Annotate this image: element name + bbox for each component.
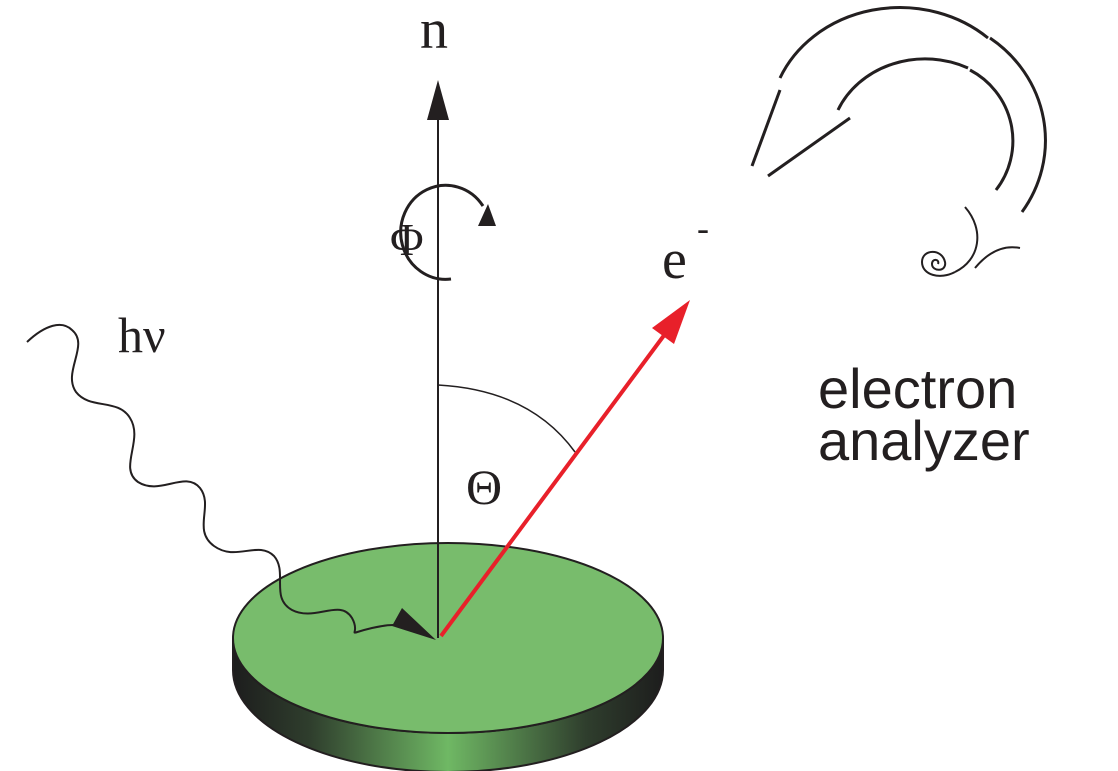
- sample-top: [232, 542, 664, 734]
- hemispherical-analyzer-icon: [750, 6, 1047, 213]
- photoelectron-arrow: [439, 300, 690, 638]
- sample-disk: [232, 542, 664, 771]
- normal-arrowhead: [427, 80, 449, 120]
- analyzer-label-line1: electron: [818, 357, 1017, 420]
- electron-label: e: [662, 229, 687, 291]
- analyzer-label-line2: analyzer: [818, 409, 1030, 472]
- polar-angle-label: Θ: [466, 459, 502, 515]
- photon-arrowhead: [392, 608, 436, 640]
- polar-angle-arc: [437, 384, 576, 453]
- surface-normal: [427, 80, 449, 638]
- normal-label: n: [420, 0, 448, 61]
- circular-arrow-icon: [399, 183, 496, 281]
- azimuth-label: Φ: [390, 214, 424, 265]
- spiral-detector-icon: [920, 206, 1021, 277]
- photon-wave: [26, 323, 436, 640]
- electron-charge-label: -: [697, 208, 709, 248]
- photon-energy-label: hν: [118, 307, 166, 363]
